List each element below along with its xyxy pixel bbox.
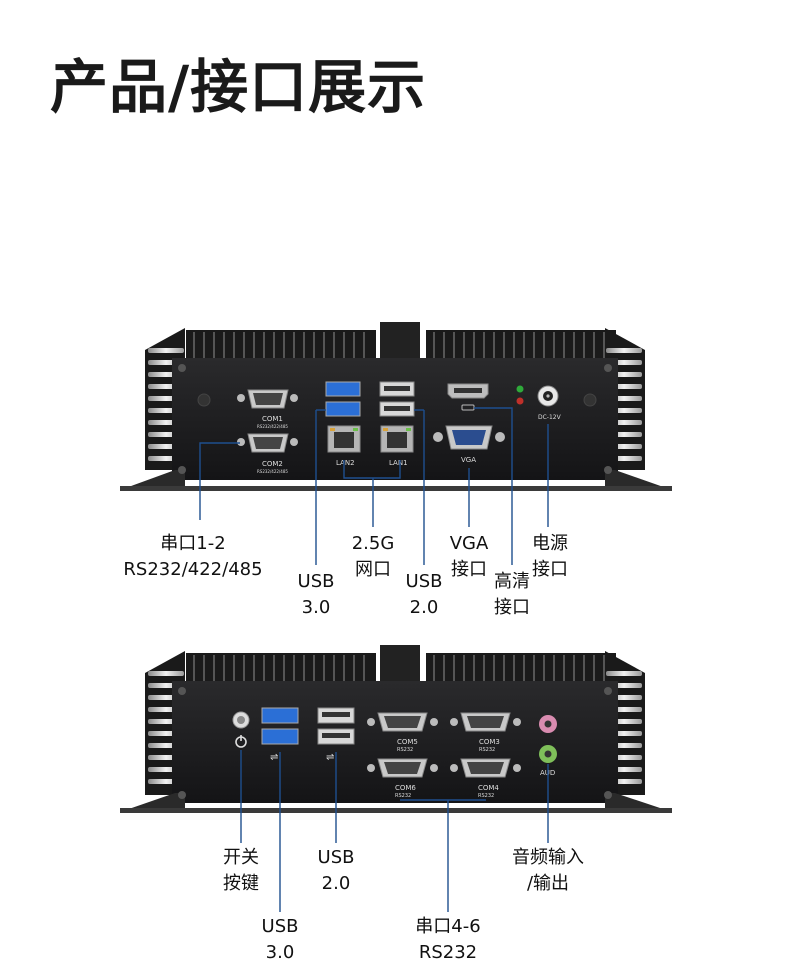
com2-silk: COM2 xyxy=(262,460,283,468)
label-usb3-2: USB xyxy=(261,916,299,937)
label-audio-type: /输出 xyxy=(526,873,570,894)
usb2-port-stack-2 xyxy=(317,707,355,745)
power-button xyxy=(232,711,250,748)
screw-2c xyxy=(178,791,186,799)
screw-1e xyxy=(197,393,211,407)
top-heatsink-fins-2 xyxy=(186,645,616,683)
label-usb3-1-ver: 3.0 xyxy=(301,597,331,618)
label-usb2-1-ver: 2.0 xyxy=(409,597,439,618)
top-fin-highlights-1 xyxy=(193,332,605,358)
label-power: 电源 xyxy=(532,533,568,554)
rear-panel-1: COM1 RS232/422/485 COM2 RS232/422/485 LA… xyxy=(120,322,672,491)
front-panel-2: ⇌ ⇌ COM5 RS232 COM3 RS232 xyxy=(120,645,672,813)
com4-silk: COM4 xyxy=(478,784,499,792)
screw-1b xyxy=(604,364,612,372)
com5-silk: COM5 xyxy=(397,738,418,746)
label-serial-4-6-type: RS232 xyxy=(418,942,478,963)
led-green-1 xyxy=(516,385,524,393)
label-hdmi: 高清 xyxy=(494,571,530,592)
label-usb2-1: USB xyxy=(405,571,443,592)
label-serial-1-2-type: RS232/422/485 xyxy=(123,559,263,580)
vga-port xyxy=(433,425,505,450)
label-usb3-2-ver: 3.0 xyxy=(265,942,295,963)
screw-1c xyxy=(178,466,186,474)
lan1-port xyxy=(380,425,414,453)
top-heatsink-fins-1 xyxy=(186,322,616,360)
com1-silk: COM1 xyxy=(262,415,283,423)
com6-port xyxy=(367,758,438,778)
lan2-port xyxy=(327,425,361,453)
usb2-port-stack-1 xyxy=(379,381,415,417)
audio-jack-pink xyxy=(539,715,557,733)
lan2-silk: LAN2 xyxy=(336,459,355,467)
label-lan: 2.5G xyxy=(351,533,395,554)
screw-2a xyxy=(178,687,186,695)
usb3-port-stack-2 xyxy=(261,707,299,745)
mount-foot-right-2 xyxy=(605,793,672,812)
com2-silk-sub: RS232/422/485 xyxy=(257,469,288,474)
label-switch-type: 按键 xyxy=(223,873,259,894)
label-vga-type: 接口 xyxy=(451,559,487,580)
com4-silk-sub: RS232 xyxy=(478,793,494,799)
leader-lines-1 xyxy=(199,407,549,565)
mount-foot-left-1 xyxy=(120,470,185,490)
label-vga: VGA xyxy=(449,533,489,554)
screw-1f xyxy=(583,393,597,407)
com1-port xyxy=(237,389,298,409)
screw-1a xyxy=(178,364,186,372)
usb-symbol-2b: ⇌ xyxy=(326,752,334,763)
com6-silk-sub: RS232 xyxy=(395,793,411,799)
label-audio: 音频输入 xyxy=(512,847,584,868)
com1-silk-sub: RS232/422/485 xyxy=(257,424,288,429)
label-usb2-2: USB xyxy=(317,847,355,868)
lan1-silk: LAN1 xyxy=(389,459,408,467)
dc-silk: DC-12V xyxy=(538,414,562,421)
vga-silk: VGA xyxy=(461,456,476,464)
chassis-face-1 xyxy=(172,358,618,480)
led-red-1 xyxy=(516,397,524,405)
label-power-type: 接口 xyxy=(532,559,568,580)
label-lan-type: 网口 xyxy=(355,559,391,580)
dc-power-jack xyxy=(537,385,559,407)
top-fin-highlights-2 xyxy=(193,655,605,681)
com6-silk: COM6 xyxy=(395,784,416,792)
com2-port xyxy=(237,433,298,453)
com5-port xyxy=(367,712,438,732)
com3-silk-sub: RS232 xyxy=(479,747,495,753)
audio-jack-green xyxy=(539,745,557,763)
label-serial-4-6: 串口4-6 xyxy=(415,916,481,937)
leader-lines-2 xyxy=(240,750,549,912)
usb3-port-stack-1 xyxy=(325,381,361,417)
label-usb3-1: USB xyxy=(297,571,335,592)
hdmi-port xyxy=(447,383,489,411)
page-title: 产品/接口展示 xyxy=(50,53,427,121)
com5-silk-sub: RS232 xyxy=(397,747,413,753)
com4-port xyxy=(450,758,521,778)
com3-silk: COM3 xyxy=(479,738,500,746)
label-usb2-2-ver: 2.0 xyxy=(321,873,351,894)
label-switch: 开关 xyxy=(223,847,259,868)
screw-2d xyxy=(604,791,612,799)
screw-1d xyxy=(604,466,612,474)
label-serial-1-2: 串口1-2 xyxy=(160,533,226,554)
usb-symbol-2a: ⇌ xyxy=(270,752,278,763)
com3-port xyxy=(450,712,521,732)
screw-2b xyxy=(604,687,612,695)
label-hdmi-type: 接口 xyxy=(494,597,530,618)
mount-foot-right-1 xyxy=(605,470,672,490)
mount-foot-left-2 xyxy=(120,793,185,812)
